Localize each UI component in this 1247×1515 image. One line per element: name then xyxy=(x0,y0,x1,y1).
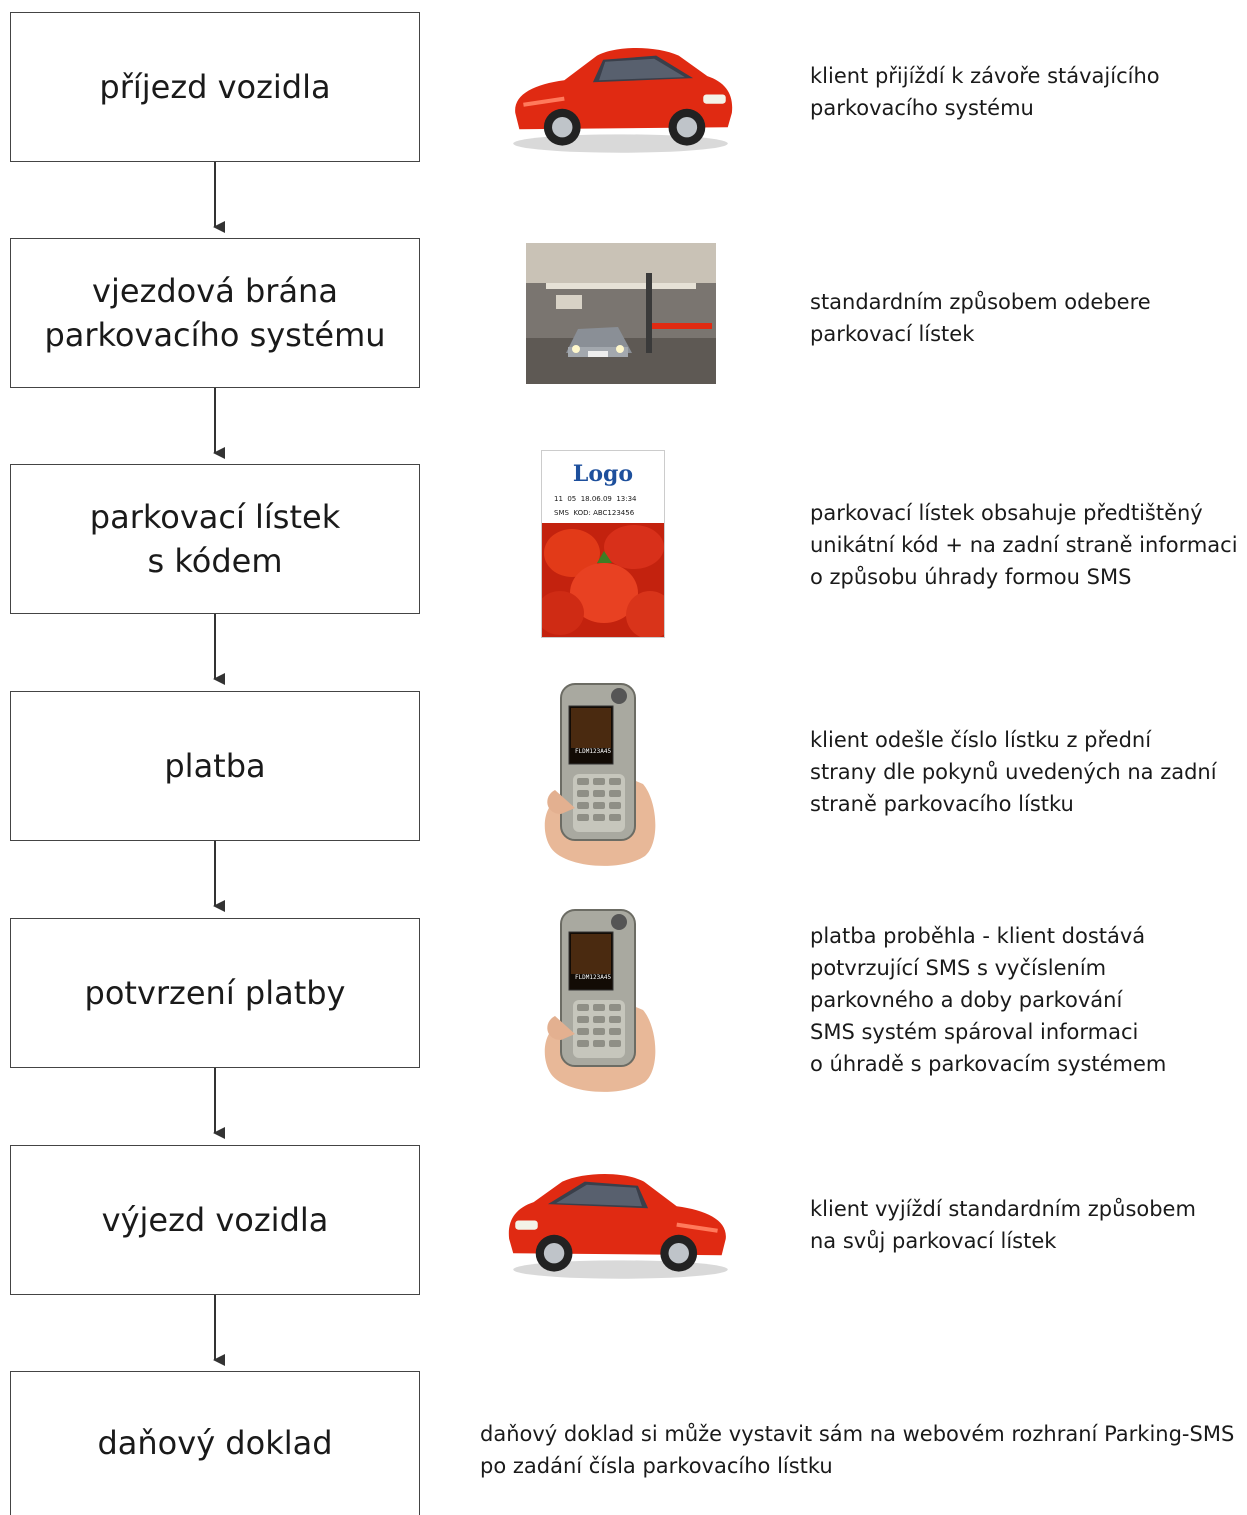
flow-arrow xyxy=(213,1295,225,1370)
strawberry-image xyxy=(542,523,664,637)
step-description: daňový doklad si může vystavit sám na we… xyxy=(480,1422,1235,1478)
phone-in-hand: FLDM123A45 xyxy=(533,906,663,1096)
phone-screen-text: FLDM123A45 xyxy=(574,974,612,981)
step-box-payment-confirmation: potvrzení platby xyxy=(10,918,420,1068)
step-box-arrival: příjezd vozidla xyxy=(10,12,420,162)
flow-arrow xyxy=(213,841,225,916)
red-car-icon xyxy=(503,32,738,157)
ticket-line-datetime: 11 05 18.06.09 13:34 xyxy=(554,495,637,503)
phone-screen-text: FLDM123A45 xyxy=(574,748,612,755)
red-car-icon xyxy=(503,1158,738,1283)
step-description: klient odešle číslo lístku z přední stra… xyxy=(810,728,1217,816)
step-box-entry-gate: vjezdová brána parkovacího systému xyxy=(10,238,420,388)
parking-ticket: Logo 11 05 18.06.09 13:34 SMS KOD: ABC12… xyxy=(541,450,665,638)
step-box-tax-document: daňový doklad xyxy=(10,1371,420,1515)
step-description: platba proběhla - klient dostává potvrzu… xyxy=(810,924,1167,1076)
ticket-logo: Logo xyxy=(572,461,634,487)
ticket-line-code: SMS KOD: ABC123456 xyxy=(554,509,635,517)
flow-arrow xyxy=(213,614,225,689)
flow-arrow xyxy=(213,1068,225,1143)
step-box-departure: výjezd vozidla xyxy=(10,1145,420,1295)
step-description: klient vyjíždí standardním způsobem na s… xyxy=(810,1197,1196,1253)
step-description: parkovací lístek obsahuje předtištěný un… xyxy=(810,501,1238,589)
parking-gate-photo xyxy=(526,243,716,384)
flow-arrow xyxy=(213,162,225,237)
step-box-payment: platba xyxy=(10,691,420,841)
step-description: klient přijíždí k závoře stávajícího par… xyxy=(810,64,1160,120)
step-description: standardním způsobem odebere parkovací l… xyxy=(810,290,1151,346)
phone-in-hand: FLDM123A45 xyxy=(533,680,663,870)
step-box-ticket: parkovací lístek s kódem xyxy=(10,464,420,614)
flow-arrow xyxy=(213,388,225,463)
